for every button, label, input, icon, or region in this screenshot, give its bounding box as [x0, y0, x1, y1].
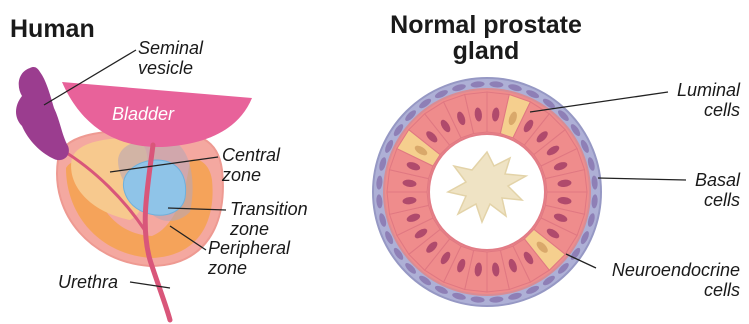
transition-zone-label-line-2: zone [230, 219, 308, 239]
seminal-vesicle [16, 67, 69, 160]
basal-cells-label-line-2: cells [640, 190, 740, 210]
luminal-cells-label-line-1: Luminal [640, 80, 740, 100]
human-title: Human [10, 16, 95, 42]
luminal-cells-label: Luminal cells [640, 80, 740, 120]
urethra-label: Urethra [58, 272, 118, 292]
gland-title-line-2: gland [376, 38, 596, 64]
central-zone-label: Central zone [222, 145, 280, 185]
seminal-vesicle-label: Seminal vesicle [138, 38, 203, 78]
bladder-label: Bladder [112, 104, 174, 124]
neuroendocrine-cells-label-line-1: Neuroendocrine [590, 260, 740, 280]
neuroendocrine-cells-label-line-2: cells [590, 280, 740, 300]
luminal-cells-label-line-2: cells [640, 100, 740, 120]
human-anatomy-diagram [16, 50, 252, 320]
seminal-vesicle-label-line-1: Seminal [138, 38, 203, 58]
transition-zone-label: Transition zone [230, 199, 308, 239]
peripheral-zone-label-line-2: zone [208, 258, 290, 278]
neuroendocrine-cells-label: Neuroendocrine cells [590, 260, 740, 300]
gland-title: Normal prostate gland [376, 12, 596, 64]
central-zone-label-line-2: zone [222, 165, 280, 185]
basal-cells-label: Basal cells [640, 170, 740, 210]
transition-zone-label-line-1: Transition [230, 199, 308, 219]
basal-cells-label-line-1: Basal [640, 170, 740, 190]
seminal-vesicle-label-line-2: vesicle [138, 58, 203, 78]
gland-title-line-1: Normal prostate [376, 12, 596, 38]
peripheral-zone-label: Peripheral zone [208, 238, 290, 278]
central-zone-label-line-1: Central [222, 145, 280, 165]
peripheral-zone-label-line-1: Peripheral [208, 238, 290, 258]
leader-urethra [130, 282, 170, 288]
